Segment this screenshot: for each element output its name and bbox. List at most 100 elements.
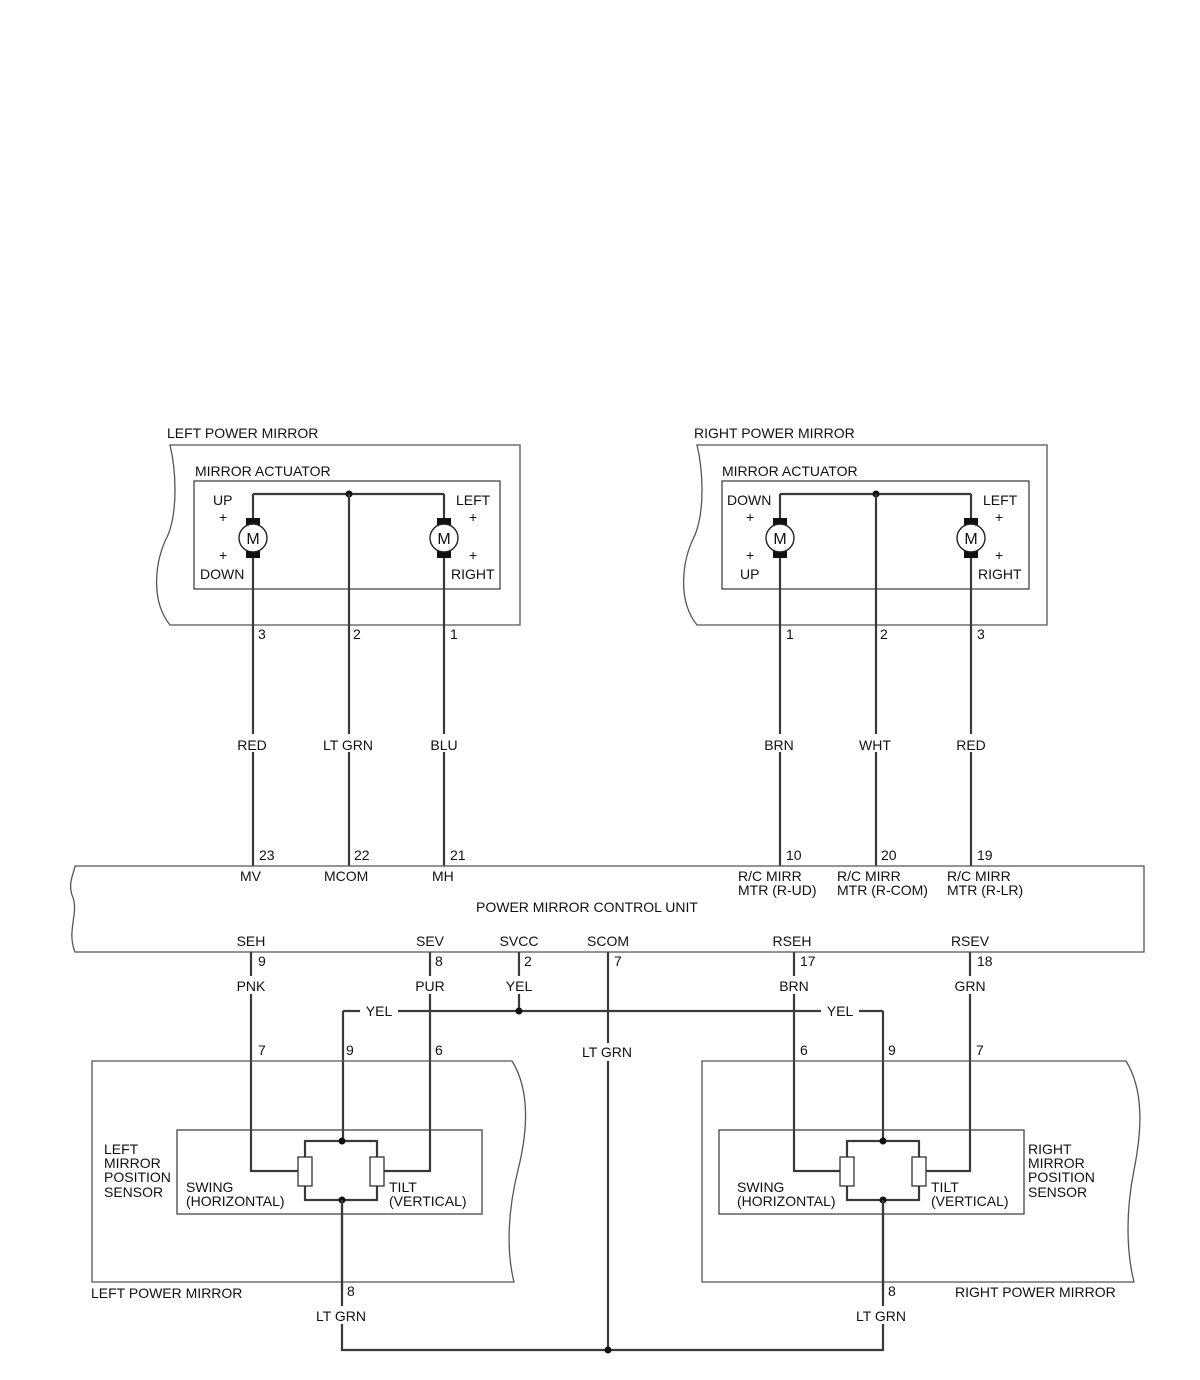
cu-label-mcom: MCOM	[324, 868, 368, 884]
right-sensor-mirror-outline	[701, 1060, 1141, 1283]
right-motor2-bottom-plus: +	[995, 547, 1003, 563]
left-sensor-tilt-resistor	[369, 1156, 385, 1187]
left-sensor-name-1: LEFT	[104, 1141, 139, 1157]
wire-brn-rseh	[792, 952, 840, 1173]
right-sensor-swing-resistor	[839, 1156, 855, 1187]
right-sensor-pin-9: 9	[888, 1042, 896, 1058]
wire-yel-left-label: YEL	[366, 1003, 393, 1019]
wire-grn-label: GRN	[954, 978, 985, 994]
right-wire-wht-label: WHT	[859, 737, 891, 753]
right-sensor-name-4: SENSOR	[1028, 1184, 1087, 1200]
right-sensor-name-3: POSITION	[1028, 1169, 1095, 1185]
cu-label-rsev: RSEV	[951, 933, 990, 949]
cu-label-rud-2: MTR (R-UD)	[738, 882, 817, 898]
right-motor1-top-label: DOWN	[727, 492, 771, 508]
right-pin-2: 2	[880, 626, 888, 642]
left-motor2-bottom-plus: +	[469, 547, 477, 563]
cu-label-rseh: RSEH	[773, 933, 812, 949]
left-power-mirror: LEFT POWER MIRROR MIRROR ACTUATOR M M UP…	[155, 425, 521, 866]
cu-label-mh: MH	[432, 868, 454, 884]
control-unit-outline	[69, 865, 1145, 953]
right-power-mirror: RIGHT POWER MIRROR MIRROR ACTUATOR M M D…	[682, 425, 1048, 866]
right-motor-updown: M	[765, 518, 795, 558]
right-pin-1: 1	[786, 626, 794, 642]
cu-label-rud-1: R/C MIRR	[738, 868, 802, 884]
right-motor1-bottom-plus: +	[746, 547, 754, 563]
left-motor-leftright: M	[429, 518, 459, 558]
right-sensor-tilt-1: TILT	[931, 1179, 959, 1195]
right-actuator-title: MIRROR ACTUATOR	[722, 463, 858, 479]
right-mirror-position-sensor: 6 9 7 8 RIGHT MIRROR POSITION SENSOR SWI…	[701, 1042, 1141, 1324]
right-sensor-tilt-2: (VERTICAL)	[931, 1193, 1009, 1209]
cu-label-rlr-2: MTR (R-LR)	[947, 882, 1023, 898]
right-wire-red-label: RED	[956, 737, 986, 753]
left-sensor-name-3: POSITION	[104, 1169, 171, 1185]
cu-pin-17: 17	[800, 953, 816, 969]
left-sensor-pin-6: 6	[435, 1042, 443, 1058]
wire-grn-rsev	[926, 952, 972, 1173]
left-motor1-symbol: M	[246, 531, 259, 548]
left-wire-blu-label: BLU	[430, 737, 457, 753]
left-sensor-pin-8: 8	[347, 1283, 355, 1299]
right-sensor-mirror-label: RIGHT POWER MIRROR	[955, 1284, 1116, 1300]
left-motor1-top-plus: +	[219, 509, 227, 525]
right-sensor-pin-8: 8	[888, 1283, 896, 1299]
right-sensor-pin-6: 6	[800, 1042, 808, 1058]
right-motor2-top-plus: +	[995, 509, 1003, 525]
left-sensor-pin-9: 9	[346, 1042, 354, 1058]
left-actuator-title: MIRROR ACTUATOR	[195, 463, 331, 479]
cu-label-rlr-1: R/C MIRR	[947, 868, 1011, 884]
left-motor1-bottom-plus: +	[219, 547, 227, 563]
left-motor1-top-label: UP	[213, 492, 232, 508]
cu-pin-7: 7	[614, 953, 622, 969]
left-motor-updown: M	[238, 518, 268, 558]
cu-label-seh: SEH	[237, 933, 266, 949]
right-motor2-top-label: LEFT	[983, 492, 1018, 508]
wire-brn-label: BRN	[779, 978, 809, 994]
left-mirror-title: LEFT POWER MIRROR	[167, 425, 318, 441]
left-sensor-mirror-outline	[91, 1060, 527, 1283]
left-sensor-swing-resistor	[297, 1156, 313, 1187]
left-motor2-top-label: LEFT	[456, 492, 491, 508]
right-sensor-swing-2: (HORIZONTAL)	[737, 1193, 836, 1209]
cu-pin-2: 2	[524, 953, 532, 969]
cu-top-pin-19: 19	[977, 847, 993, 863]
left-motor2-bottom-label: RIGHT	[451, 566, 495, 582]
cu-top-pin-21: 21	[450, 847, 466, 863]
left-wire-ltgrn-label: LT GRN	[323, 737, 373, 753]
left-sensor-name-4: SENSOR	[104, 1184, 163, 1200]
wire-pnk-seh	[249, 952, 298, 1173]
left-wire-red-label: RED	[237, 737, 267, 753]
left-sensor-mirror-label: LEFT POWER MIRROR	[91, 1285, 242, 1301]
right-sensor-com-wire-label: LT GRN	[856, 1308, 906, 1324]
cu-top-pin-20: 20	[881, 847, 897, 863]
right-mirror-title: RIGHT POWER MIRROR	[694, 425, 855, 441]
cu-pin-18: 18	[977, 953, 993, 969]
left-pin-3: 3	[258, 626, 266, 642]
cu-label-svcc: SVCC	[500, 933, 539, 949]
wire-ltgrn-common-bus	[340, 1200, 885, 1352]
left-sensor-swing-2: (HORIZONTAL)	[186, 1193, 285, 1209]
right-motor2-bottom-label: RIGHT	[978, 566, 1022, 582]
right-sensor-box	[718, 1129, 1025, 1215]
right-motor1-symbol: M	[773, 531, 786, 548]
left-sensor-bridge	[303, 1139, 379, 1202]
right-motor-leftright: M	[956, 518, 986, 558]
right-motor2-symbol: M	[964, 531, 977, 548]
wire-yel-right-label: YEL	[827, 1003, 854, 1019]
left-motor1-bottom-label: DOWN	[200, 566, 244, 582]
cu-label-rcom-2: MTR (R-COM)	[837, 882, 928, 898]
power-mirror-control-unit: POWER MIRROR CONTROL UNIT 23 22 21 10 20…	[69, 847, 1145, 953]
scom-junction	[604, 1346, 612, 1354]
left-motor2-symbol: M	[437, 531, 450, 548]
left-sensor-tilt-1: TILT	[389, 1179, 417, 1195]
left-sensor-name-2: MIRROR	[104, 1155, 161, 1171]
left-sensor-box	[176, 1129, 483, 1215]
cu-pin-9: 9	[258, 953, 266, 969]
left-motor2-top-plus: +	[469, 509, 477, 525]
cu-top-pin-10: 10	[786, 847, 802, 863]
right-motor1-bottom-label: UP	[740, 566, 759, 582]
right-sensor-swing-1: SWING	[737, 1179, 784, 1195]
wire-pnk-label: PNK	[237, 978, 266, 994]
